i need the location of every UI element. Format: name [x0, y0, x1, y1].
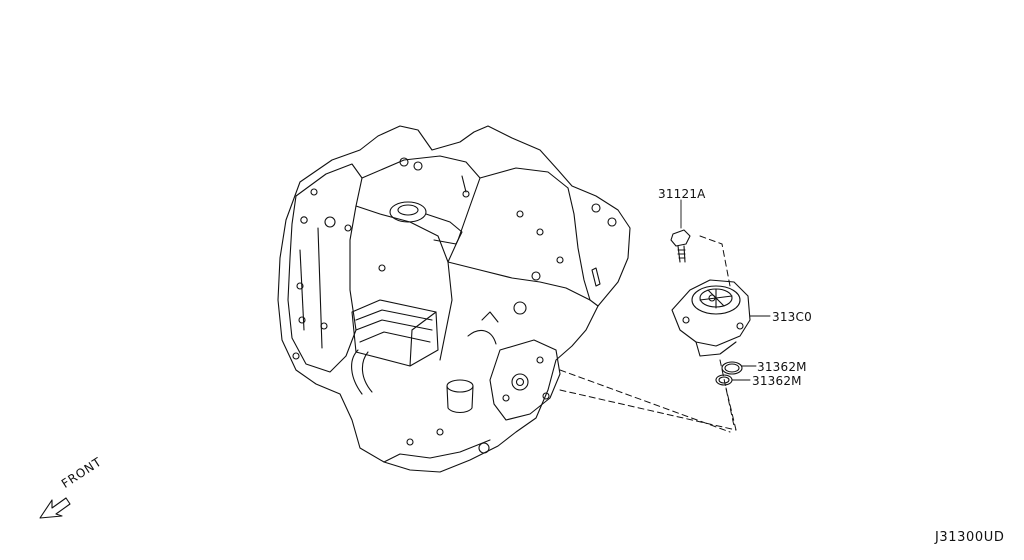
transmission-assembly — [277, 125, 631, 473]
callout-31121a: 31121A — [658, 187, 706, 201]
pump-313c0-part — [671, 279, 771, 357]
oring-31362m-parts — [715, 361, 757, 386]
assembly-leader-lines — [559, 235, 737, 433]
bolt-31121a-part — [670, 199, 691, 263]
front-arrow-icon — [39, 497, 71, 519]
diagram-code: J31300UD — [935, 530, 1005, 545]
callout-313c0: 313C0 — [772, 310, 812, 324]
callout-31362m-lower: 31362M — [752, 374, 802, 388]
callout-31362m-upper: 31362M — [757, 360, 807, 374]
